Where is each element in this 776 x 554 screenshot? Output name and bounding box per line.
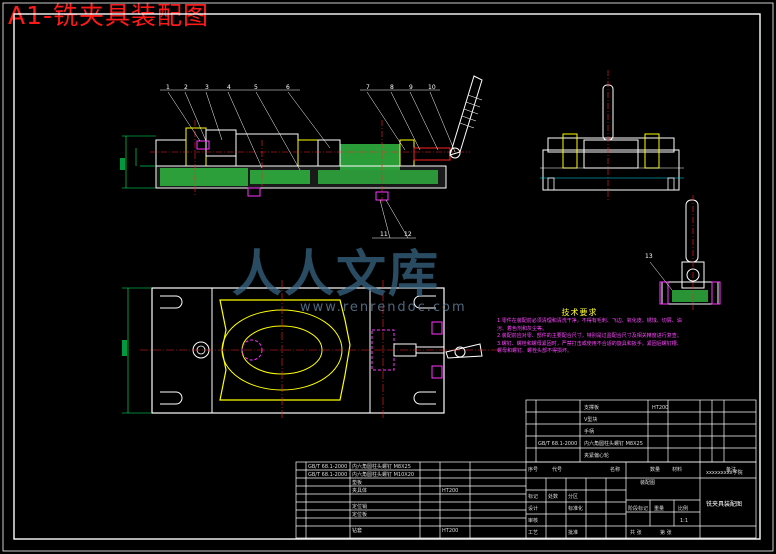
tb-approve: 批准 [568,529,578,536]
tb-design: 设计 [528,505,538,512]
watermark-text: 人人文库 [232,245,440,303]
lower-row-2-code: GB/T 68.1-2000 [308,472,347,478]
detail-view [649,195,721,310]
top-view [122,280,500,420]
side-view [540,70,684,200]
technical-requirements: 技术要求 1.零件在装配前必须清理和清洗干净，不得有毛刺、飞边、氧化皮、锈蚀、切… [497,307,682,356]
bom-header-name: 名称 [610,466,620,473]
tb-scale-label: 比例 [678,505,688,512]
bom-header-qty: 数量 [650,466,660,473]
part-label-4: 4 [227,84,231,91]
tb-standard: 标准化 [568,505,583,512]
lower-row-8-name: 钻套 [352,527,362,534]
lower-row-6-name: 定位销 [352,503,367,510]
bom-row-3-name: 手柄 [584,428,594,435]
part-label-7: 7 [366,84,370,91]
bom-row-4-name: 内六角圆柱头螺钉 M8X25 [584,440,643,447]
part-label-8: 8 [390,84,394,91]
part-label-2: 2 [184,84,188,91]
part-label-1: 1 [166,84,170,91]
part-label-13: 13 [645,253,653,260]
bom-row-2-name: V型块 [584,416,597,423]
tb-mark: 标记 [528,493,538,500]
tb-process: 工艺 [528,530,538,536]
bom-header-no: 序号 [528,466,538,473]
tb-sheets: 共 张 [630,529,642,536]
lower-row-4-name: 夹具体 [352,487,367,494]
bom-row-1-material: HT200 [652,405,668,411]
bom-row-5-name: 夹紧偏心轮 [584,452,609,459]
assembly-label: 装配图 [640,479,655,486]
tech-line-2: 污、着色剂和灰尘等。 [497,325,548,332]
lower-row-1-name: 内六角圆柱头螺钉 M8X25 [352,463,411,470]
tech-line-1: 1.零件在装配前必须清理和清洗干净，不得有毛刺、飞边、氧化皮、锈蚀、切屑、油 [497,318,682,324]
front-view [120,75,483,239]
bom-header-note: 备注 [726,466,736,473]
watermark-url: www.renrendoc.com [300,300,467,315]
drawing-title: A1-铣夹具装配图 [8,1,210,30]
tb-review: 审核 [528,517,538,524]
lower-row-7-name: 定位板 [352,511,367,518]
lower-row-4-material: HT200 [442,488,458,494]
company-name: xxxxxxxxx学院 [706,469,743,476]
lower-row-3-name: 垫板 [352,479,362,486]
part-label-5: 5 [254,84,258,91]
tech-line-4: 3.螺钉、螺栓和螺母紧固时，严禁打击或使用不合适的旋具和扳手。紧固后螺钉槽、 [497,340,682,347]
bom-header-material: 材料 [672,466,682,473]
bom-table [295,399,757,539]
lower-row-2-name: 内六角圆柱头螺钉 M10X20 [352,471,414,478]
tech-heading: 技术要求 [561,308,598,317]
tb-stage: 阶段标记 [628,505,648,512]
lower-row-8-material: HT200 [442,528,458,534]
part-label-12: 12 [404,231,412,238]
bom-row-4-code: GB/T 68.1-2000 [538,441,577,447]
part-label-6: 6 [286,84,290,91]
part-label-3: 3 [205,84,209,91]
bom-row-1-name: 支撑板 [584,404,599,411]
part-label-9: 9 [409,84,413,91]
tb-count: 处数 [548,493,558,500]
tb-zone: 分区 [568,493,578,500]
part-label-10: 10 [428,84,436,91]
watermark: 人人文库 www.renrendoc.com [232,234,465,315]
inner-frame [13,13,761,540]
drawing-name: 铣夹具装配图 [706,500,742,508]
tb-sheet-no: 第 张 [660,529,672,536]
tb-scale-value: 1:1 [680,518,688,524]
bom-header-code: 代号 [552,466,562,473]
lower-row-1-code: GB/T 68.1-2000 [308,464,347,470]
part-label-11: 11 [380,231,388,238]
tb-weight: 重量 [654,505,664,512]
tech-line-5: 螺母和螺钉、螺栓头部不得损坏。 [497,348,573,354]
tech-line-3: 2.装配前应对零、部件的主要配合尺寸，特别是过盈配合尺寸及相关精度进行复查。 [497,333,682,339]
